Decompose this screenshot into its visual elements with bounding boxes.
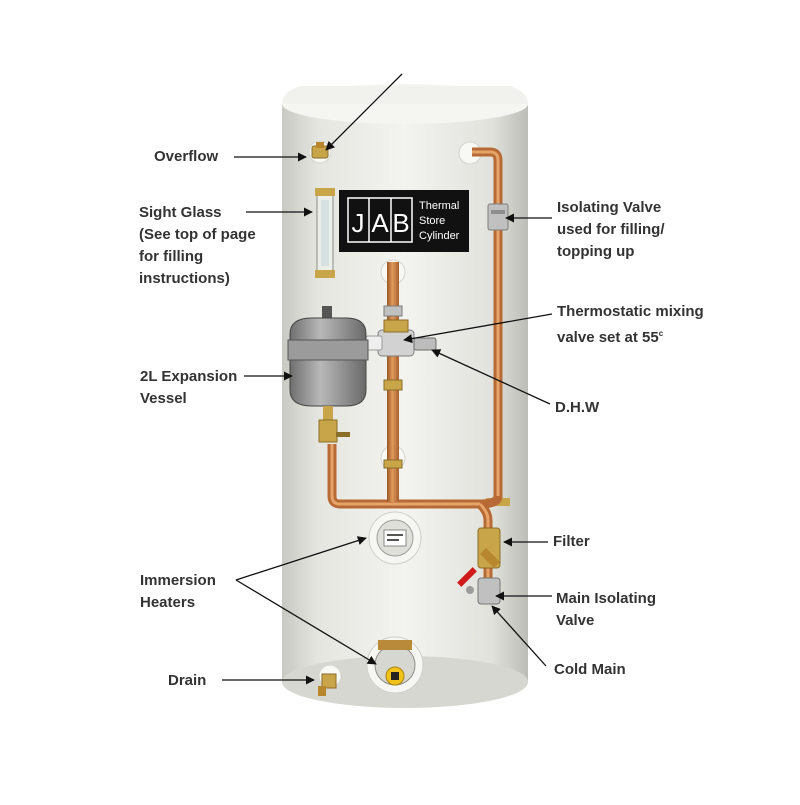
jab-logo: J A B Thermal Store Cylinder (339, 190, 469, 252)
logo-letter-b: B (392, 208, 409, 238)
pointer-lines (222, 73, 553, 685)
pointer-dhw (431, 349, 551, 405)
logo-word-thermal: Thermal (419, 200, 459, 212)
pointer-top (325, 73, 403, 151)
drain-valve (318, 673, 337, 696)
label-isolating-valve-line3: topping up (557, 243, 635, 260)
label-cold-main-text: Cold Main (554, 661, 626, 678)
label-immersion-heaters-line1: Immersion (140, 572, 216, 589)
pointer-immersion-upper (235, 536, 367, 581)
logo-word-store: Store (419, 215, 445, 227)
expansion-vessel-shape (287, 306, 369, 443)
overflow-fitting (311, 142, 329, 159)
label-main-isolating-valve-line1: Main Isolating (556, 590, 657, 607)
label-sight-glass-line3: for filling (139, 248, 204, 265)
label-immersion-heaters: Immersion Heaters (140, 570, 216, 614)
label-dhw: D.H.W (555, 397, 599, 419)
label-expansion-vessel: 2L Expansion Vessel (140, 366, 237, 410)
label-mixing-valve-line2-text: valve set at 55 (557, 329, 659, 346)
label-expansion-vessel-line2: Vessel (140, 390, 187, 407)
filter-and-isolator (457, 527, 501, 605)
label-isolating-valve-line1: Isolating Valve (557, 199, 662, 216)
label-drain-text: Drain (168, 672, 207, 689)
logo-letter-a: A (371, 208, 389, 238)
isolating-valve (487, 203, 509, 231)
pointer-mixing-valve (403, 313, 553, 344)
label-filter-text: Filter (553, 533, 590, 550)
degree-mark: c (658, 329, 664, 338)
label-filter: Filter (553, 531, 590, 553)
lower-immersion-heater (366, 636, 424, 694)
label-drain: Drain (168, 670, 206, 692)
label-main-isolating-valve-line2: Valve (556, 612, 595, 629)
label-mixing-valve: Thermostatic mixing valve set at 55c (557, 301, 704, 349)
pointer-cold-main (491, 605, 547, 667)
label-expansion-vessel-line1: 2L Expansion (140, 368, 238, 385)
sight-glass (315, 188, 335, 278)
logo-letter-j: J (352, 208, 365, 238)
label-overflow: Overflow (154, 146, 218, 168)
label-mixing-valve-line2: valve set at 55c (557, 323, 704, 349)
label-mixing-valve-line1: Thermostatic mixing (557, 303, 704, 320)
label-dhw-text: D.H.W (555, 399, 600, 416)
label-immersion-heaters-line2: Heaters (140, 594, 196, 611)
label-main-isolating-valve: Main Isolating Valve (556, 588, 656, 632)
label-overflow-text: Overflow (154, 148, 219, 165)
copper-run (327, 444, 503, 600)
label-cold-main: Cold Main (554, 659, 626, 681)
logo-word-cylinder: Cylinder (419, 230, 460, 242)
label-sight-glass-line1: Sight Glass (139, 204, 222, 221)
label-sight-glass: Sight Glass (See top of page for filling… (139, 202, 256, 290)
label-sight-glass-line4: instructions) (139, 270, 230, 287)
label-sight-glass-line2: (See top of page (139, 226, 256, 243)
label-isolating-valve: Isolating Valve used for filling/ toppin… (557, 197, 665, 263)
upper-immersion-heater (368, 511, 422, 565)
label-isolating-valve-line2: used for filling/ (557, 221, 665, 238)
pointer-immersion-lower (235, 579, 377, 665)
